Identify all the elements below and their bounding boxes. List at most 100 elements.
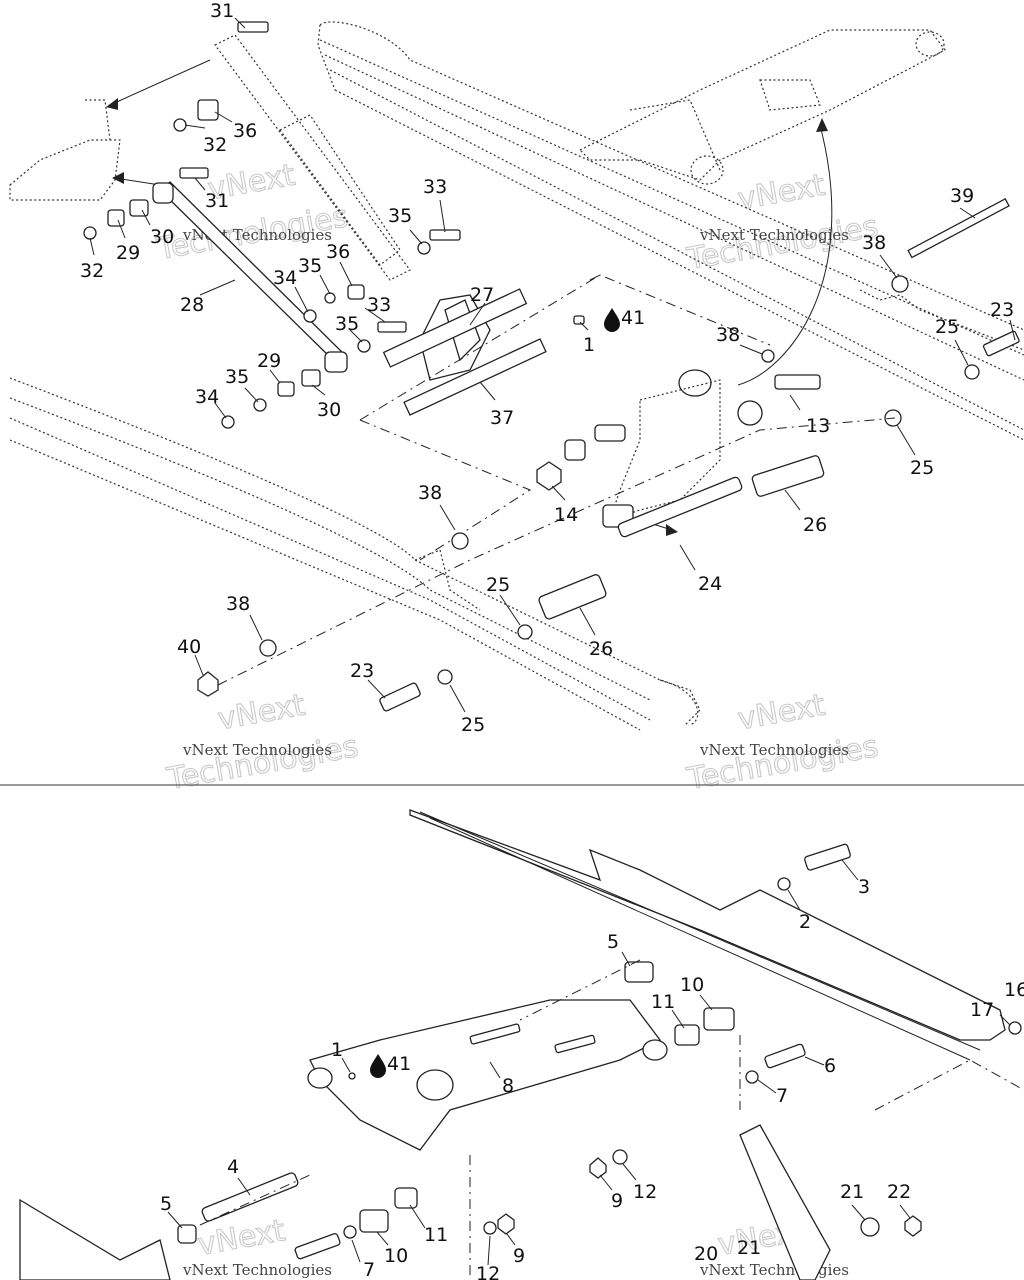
callout-17: 17 bbox=[970, 999, 994, 1021]
callout-25: 25 bbox=[486, 574, 510, 596]
dashed-outline bbox=[874, 1059, 1024, 1111]
callout-7: 7 bbox=[363, 1259, 375, 1280]
callout-29: 29 bbox=[257, 350, 281, 372]
callout-labels: 31 32 36 31 30 29 32 28 33 35 36 35 34 3… bbox=[80, 0, 1024, 1280]
callout-35: 35 bbox=[225, 366, 249, 388]
lubricant-drop-icon bbox=[604, 308, 620, 332]
callout-33: 33 bbox=[367, 294, 391, 316]
callout-22: 22 bbox=[887, 1181, 911, 1203]
leader-lines bbox=[89, 17, 1016, 1266]
callout-35: 35 bbox=[388, 205, 412, 227]
callout-13: 13 bbox=[806, 415, 830, 437]
callout-37: 37 bbox=[490, 407, 514, 429]
watermark-text: vNext bbox=[735, 688, 828, 738]
callout-12: 12 bbox=[476, 1263, 500, 1280]
callout-16: 16 bbox=[1004, 979, 1024, 1001]
callout-31: 31 bbox=[205, 190, 229, 212]
rail-right-top bbox=[317, 21, 1024, 441]
rail-left-bottom bbox=[19, 1198, 171, 1280]
watermark-text: vNext Technologies bbox=[699, 741, 849, 759]
callout-12: 12 bbox=[633, 1181, 657, 1203]
callout-3: 3 bbox=[858, 876, 870, 898]
callout-7: 7 bbox=[776, 1085, 788, 1107]
callout-34: 34 bbox=[273, 267, 297, 289]
callout-30: 30 bbox=[317, 399, 341, 421]
lubricant-drop-icon bbox=[370, 1054, 386, 1078]
callout-8: 8 bbox=[502, 1075, 514, 1097]
callout-11: 11 bbox=[651, 991, 675, 1013]
callout-31: 31 bbox=[210, 0, 234, 22]
dashed-outline bbox=[217, 417, 896, 686]
dashed-outline bbox=[199, 1174, 311, 1226]
front-shock bbox=[214, 34, 411, 281]
callout-38: 38 bbox=[862, 232, 886, 254]
watermark-text: Technologies bbox=[164, 729, 361, 797]
callout-38: 38 bbox=[418, 482, 442, 504]
watermark-text: vNext Technologies bbox=[182, 741, 332, 759]
callout-27: 27 bbox=[470, 284, 494, 306]
pivot-bracket bbox=[382, 288, 547, 416]
watermark: vNext Technologies bbox=[153, 157, 351, 268]
callout-10: 10 bbox=[680, 974, 704, 996]
callout-23: 23 bbox=[990, 299, 1014, 321]
arrow-head bbox=[106, 98, 118, 110]
callout-32: 32 bbox=[80, 260, 104, 282]
rail-left-top bbox=[9, 377, 701, 731]
callout-33: 33 bbox=[423, 176, 447, 198]
hardware-parts-bottom bbox=[177, 843, 1022, 1280]
arrow-head bbox=[816, 118, 828, 132]
callout-38: 38 bbox=[226, 593, 250, 615]
callout-24: 24 bbox=[698, 573, 722, 595]
callout-32: 32 bbox=[203, 134, 227, 156]
watermark-text: vNext bbox=[215, 688, 308, 738]
callout-11: 11 bbox=[424, 1224, 448, 1246]
arrow-head bbox=[112, 172, 124, 184]
callout-30: 30 bbox=[150, 226, 174, 248]
callout-10: 10 bbox=[384, 1245, 408, 1267]
front-arm-bracket bbox=[9, 99, 121, 201]
watermark: vNext Technologies bbox=[683, 167, 881, 278]
watermark-text: Technologies bbox=[684, 729, 881, 797]
dashed-outline bbox=[469, 959, 741, 1280]
watermark-text: vNext Technologies bbox=[182, 1261, 332, 1279]
watermark-text: vNext bbox=[735, 168, 828, 218]
callout-35: 35 bbox=[335, 313, 359, 335]
callout-26: 26 bbox=[589, 638, 613, 660]
rear-arm-bottom bbox=[307, 999, 668, 1151]
watermark-text: vNext Technologies bbox=[699, 226, 849, 244]
callout-14: 14 bbox=[554, 504, 578, 526]
callout-1: 1 bbox=[583, 334, 595, 356]
callout-2: 2 bbox=[799, 911, 811, 933]
callout-38: 38 bbox=[716, 324, 740, 346]
callout-20: 20 bbox=[694, 1243, 718, 1265]
arrow-head bbox=[666, 524, 678, 536]
callout-5: 5 bbox=[607, 931, 619, 953]
rear-arm-assembly bbox=[578, 29, 946, 185]
callout-1: 1 bbox=[331, 1039, 343, 1061]
callout-25: 25 bbox=[461, 714, 485, 736]
callout-25: 25 bbox=[935, 316, 959, 338]
watermark-text: vNext Technologies bbox=[699, 1261, 849, 1279]
callout-40: 40 bbox=[177, 636, 201, 658]
hardware-parts-top bbox=[83, 21, 1020, 712]
watermark-group: vNext Technologies vNext Technologies vN… bbox=[153, 157, 881, 1279]
callout-21: 21 bbox=[840, 1181, 864, 1203]
callout-35: 35 bbox=[298, 255, 322, 277]
callout-36: 36 bbox=[233, 120, 257, 142]
callout-9: 9 bbox=[513, 1245, 525, 1267]
callout-5: 5 bbox=[160, 1193, 172, 1215]
callout-25: 25 bbox=[910, 457, 934, 479]
arrow bbox=[737, 124, 833, 386]
callout-6: 6 bbox=[824, 1055, 836, 1077]
callout-41: 41 bbox=[621, 307, 645, 329]
callout-36: 36 bbox=[326, 241, 350, 263]
callout-39: 39 bbox=[950, 185, 974, 207]
callout-21: 21 bbox=[737, 1237, 761, 1259]
callout-29: 29 bbox=[116, 242, 140, 264]
callout-41: 41 bbox=[387, 1053, 411, 1075]
callout-4: 4 bbox=[227, 1156, 239, 1178]
callout-26: 26 bbox=[803, 514, 827, 536]
callout-23: 23 bbox=[350, 660, 374, 682]
callout-34: 34 bbox=[195, 386, 219, 408]
